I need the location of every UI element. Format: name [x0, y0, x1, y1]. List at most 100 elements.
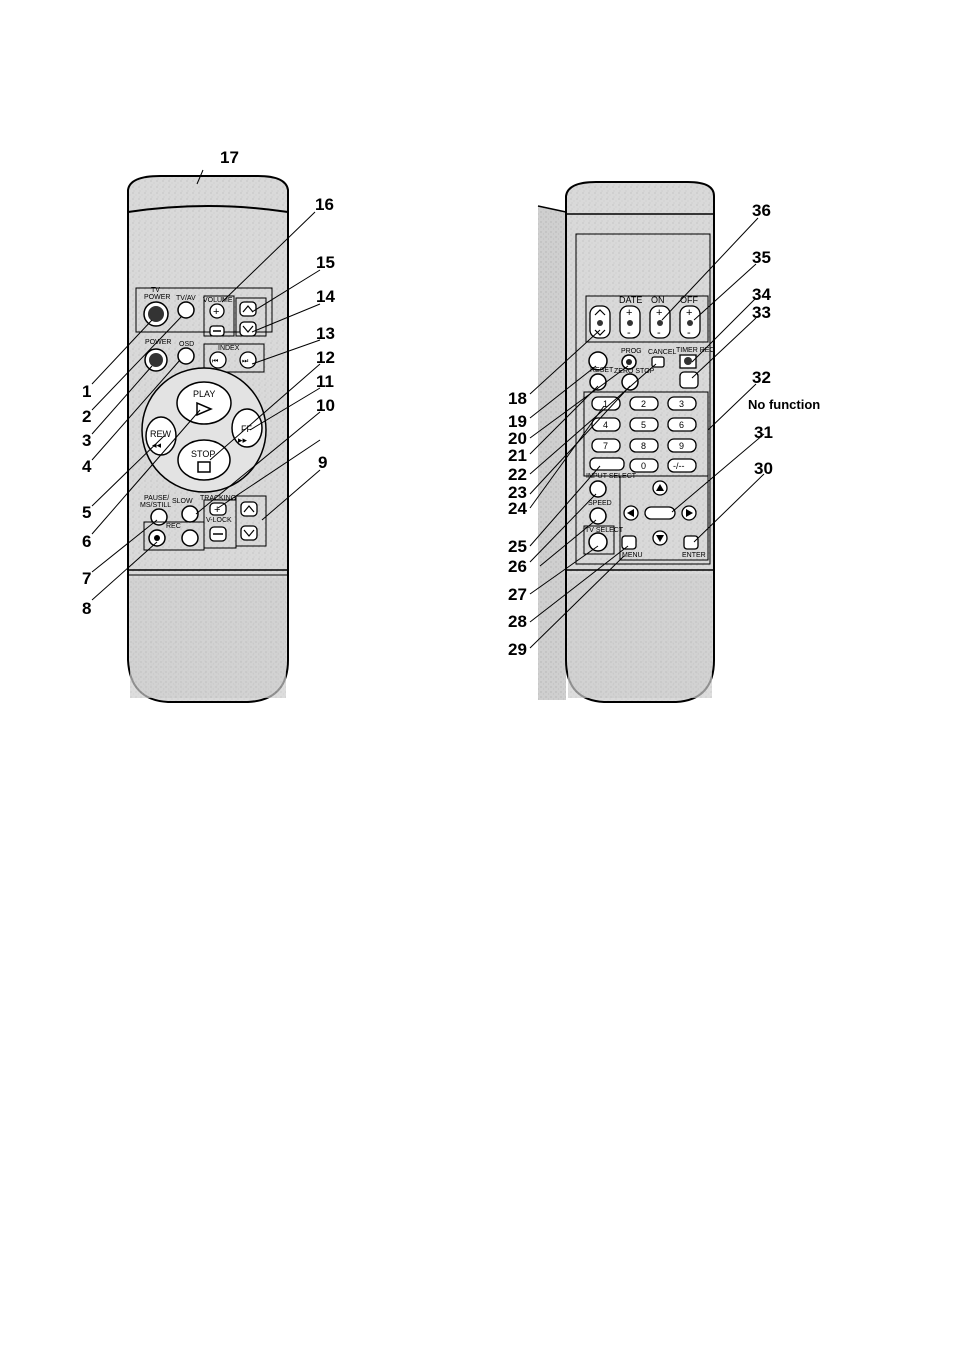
key-9-label: 9 — [679, 441, 684, 451]
callout-28: 28 — [508, 612, 527, 631]
channel-down-button[interactable] — [239, 321, 257, 337]
nav-up-icon — [656, 484, 664, 491]
nav-center-button[interactable] — [644, 506, 676, 520]
key-7[interactable] — [591, 438, 621, 453]
callout-2: 2 — [82, 407, 91, 426]
timer-channel-dot — [597, 320, 603, 326]
date-minus-icon: - — [627, 327, 631, 339]
on-minus-icon: - — [657, 327, 661, 339]
enter-button[interactable] — [683, 535, 699, 550]
input-select-label: INPUT SELECT — [586, 473, 637, 480]
ff-icon: ▸▸ — [238, 435, 248, 445]
callout-35: 35 — [752, 248, 771, 267]
date-plus-icon: + — [626, 307, 632, 319]
right-remote: DATE ON OFF + - + - + - PROG CANCEL TIME… — [537, 181, 715, 703]
stop-button[interactable] — [177, 439, 231, 481]
callout-29: 29 — [508, 640, 527, 659]
left-lower-texture — [130, 578, 286, 698]
on-dot — [657, 320, 663, 326]
callout-36: 36 — [752, 201, 771, 220]
slow-button[interactable] — [181, 505, 199, 523]
osd-label: OSD — [179, 341, 194, 348]
rew-label: REW — [150, 429, 172, 439]
volume-up-button[interactable] — [209, 303, 225, 319]
key-1-label: 1 — [603, 399, 608, 409]
prog-icon — [626, 359, 632, 365]
callout-30: 30 — [754, 459, 773, 478]
key-0[interactable] — [629, 458, 659, 473]
zero-stop-button[interactable] — [621, 373, 639, 391]
rec-icon — [154, 535, 160, 541]
key-6[interactable] — [667, 417, 697, 432]
key-3[interactable] — [667, 396, 697, 411]
callout-16: 16 — [315, 195, 334, 214]
v-lock-label: V-LOCK — [206, 517, 232, 524]
off-minus-icon: - — [687, 327, 691, 339]
open-flap — [538, 206, 578, 700]
channel-up-button[interactable] — [239, 301, 257, 317]
right-leader-lines — [529, 217, 765, 649]
on-label: ON — [651, 295, 665, 305]
reset-label: RESET — [590, 367, 614, 374]
callout-27: 27 — [508, 585, 527, 604]
key-9[interactable] — [667, 438, 697, 453]
volume-label: VOLUME — [203, 297, 233, 304]
callout-4: 4 — [82, 457, 92, 476]
key-8[interactable] — [629, 438, 659, 453]
callout-10: 10 — [316, 396, 335, 415]
cancel-label: CANCEL — [648, 349, 677, 356]
key-1[interactable] — [591, 396, 621, 411]
osd-button[interactable] — [177, 347, 195, 365]
play-label: PLAY — [193, 389, 215, 399]
tv-av-button[interactable] — [177, 301, 195, 319]
speed-button[interactable] — [589, 507, 607, 525]
side-button-top[interactable] — [589, 480, 607, 498]
off-label: OFF — [680, 295, 698, 305]
inner-panel — [575, 233, 711, 565]
date-label: DATE — [619, 295, 642, 305]
key-2[interactable] — [629, 396, 659, 411]
callout-22: 22 — [508, 465, 527, 484]
rec-secondary-button[interactable] — [181, 529, 199, 547]
right-updown-group — [235, 495, 267, 547]
rew-icon: ◂◂ — [152, 440, 162, 450]
tracking-up-button[interactable] — [209, 502, 227, 516]
right-down-icon — [243, 529, 255, 537]
key-6-label: 6 — [679, 420, 684, 430]
callout-24: 24 — [508, 499, 527, 518]
play-icon — [196, 401, 213, 417]
timer-group — [585, 295, 709, 343]
callout-8: 8 — [82, 599, 91, 618]
select-button[interactable] — [588, 351, 608, 371]
off-dot — [687, 320, 693, 326]
right-down-button[interactable] — [240, 525, 258, 541]
input-select-button[interactable] — [589, 457, 625, 471]
right-callouts: 36 35 34 33 32 No function 31 30 18 19 2… — [508, 201, 820, 659]
callout-13: 13 — [316, 324, 335, 343]
key-2-label: 2 — [641, 399, 646, 409]
key-3-label: 3 — [679, 399, 684, 409]
key-4[interactable] — [591, 417, 621, 432]
index-prev-button[interactable] — [209, 351, 227, 369]
callout-26: 26 — [508, 557, 527, 576]
stop-icon — [197, 461, 211, 473]
right-up-button[interactable] — [240, 501, 258, 517]
timer-channel-down-icon — [594, 329, 606, 336]
callout-18: 18 — [508, 389, 527, 408]
key-dash[interactable] — [667, 458, 697, 473]
play-button[interactable] — [176, 381, 232, 425]
callout-3: 3 — [82, 431, 91, 450]
callout-31: 31 — [754, 423, 773, 442]
tv-select-button[interactable] — [588, 532, 608, 552]
callout-15: 15 — [316, 253, 335, 272]
zero-stop-label: ZERO STOP — [614, 368, 655, 375]
key-5[interactable] — [629, 417, 659, 432]
transport-ring — [141, 367, 267, 493]
menu-button[interactable] — [621, 535, 637, 550]
timer-rec-label: TIMER REC — [676, 347, 715, 354]
off-plus-icon: + — [686, 307, 692, 319]
key-7-label: 7 — [603, 441, 608, 451]
callout-34: 34 — [752, 285, 771, 304]
timer-channel-up-icon — [594, 309, 606, 316]
